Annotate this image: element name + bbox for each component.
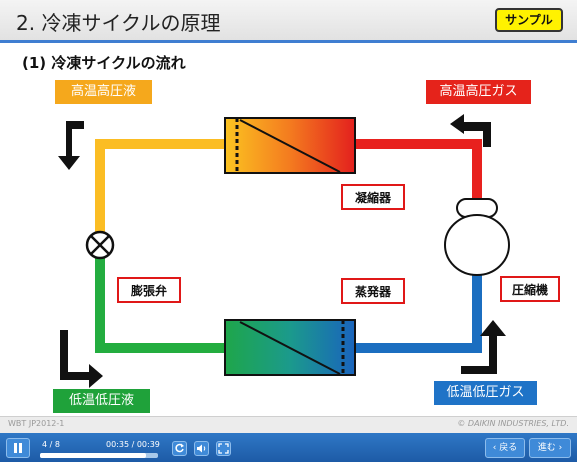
label-expansion-valve: 膨張弁 bbox=[117, 277, 181, 303]
arrow-up-right-icon bbox=[461, 320, 506, 374]
label-evaporator: 蒸発器 bbox=[341, 278, 405, 304]
volume-icon bbox=[197, 444, 206, 453]
label-high-pressure-liquid: 高温高圧液 bbox=[55, 80, 152, 104]
pipe-high-liquid-top bbox=[95, 139, 227, 149]
replay-button[interactable] bbox=[172, 441, 187, 456]
label-condenser: 凝縮器 bbox=[341, 184, 405, 210]
evaporator-unit bbox=[224, 319, 356, 376]
back-button[interactable]: ‹ 戻る bbox=[485, 438, 525, 458]
volume-button[interactable] bbox=[194, 441, 209, 456]
pipe-low-liquid-left bbox=[95, 256, 105, 353]
copyright-text: © DAIKIN INDUSTRIES, LTD. bbox=[457, 419, 569, 428]
label-compressor: 圧縮機 bbox=[500, 276, 560, 302]
section-subtitle: (1) 冷凍サイクルの流れ bbox=[22, 54, 186, 72]
page-counter: 4 / 8 bbox=[42, 440, 60, 449]
pipe-low-gas-right bbox=[472, 274, 482, 353]
condenser-unit bbox=[224, 117, 356, 174]
fullscreen-icon bbox=[218, 443, 229, 454]
sample-badge: サンプル bbox=[495, 8, 563, 32]
label-high-pressure-gas: 高温高圧ガス bbox=[426, 80, 531, 104]
progress-bar[interactable] bbox=[40, 453, 158, 458]
time-display: 00:35 / 00:39 bbox=[106, 440, 160, 449]
refrigerant-pipes bbox=[95, 139, 482, 353]
page-title: 2. 冷凍サイクルの原理 bbox=[16, 11, 221, 35]
pipe-high-liquid-left bbox=[95, 139, 105, 234]
label-low-pressure-liquid: 低温低圧液 bbox=[53, 389, 150, 413]
player-control-bar: 4 / 8 00:35 / 00:39 ‹ 戻る 進む › bbox=[0, 433, 577, 462]
footer-info-bar: WBT JP2012-1 © DAIKIN INDUSTRIES, LTD. bbox=[0, 416, 577, 433]
pause-button[interactable] bbox=[6, 438, 30, 458]
label-low-pressure-gas: 低温低圧ガス bbox=[434, 381, 537, 405]
next-button[interactable]: 進む › bbox=[529, 438, 571, 458]
pipe-high-gas-top bbox=[355, 139, 482, 149]
header-bar: 2. 冷凍サイクルの原理 サンプル bbox=[0, 0, 577, 43]
course-code: WBT JP2012-1 bbox=[8, 419, 65, 428]
replay-icon bbox=[175, 443, 184, 453]
fullscreen-button[interactable] bbox=[216, 441, 231, 456]
compressor-icon bbox=[444, 198, 510, 276]
arrow-down-left-icon bbox=[58, 121, 84, 170]
arrow-down-right-icon bbox=[60, 330, 103, 388]
flow-arrow-icons bbox=[58, 114, 506, 388]
expansion-valve-icon bbox=[85, 230, 115, 260]
pipe-low-gas-bottom bbox=[355, 343, 482, 353]
pipe-high-gas-right bbox=[472, 139, 482, 201]
arrow-left-up-icon bbox=[450, 114, 491, 147]
pipe-low-liquid-bottom bbox=[95, 343, 225, 353]
progress-fill bbox=[40, 453, 147, 458]
pause-icon bbox=[14, 443, 22, 453]
